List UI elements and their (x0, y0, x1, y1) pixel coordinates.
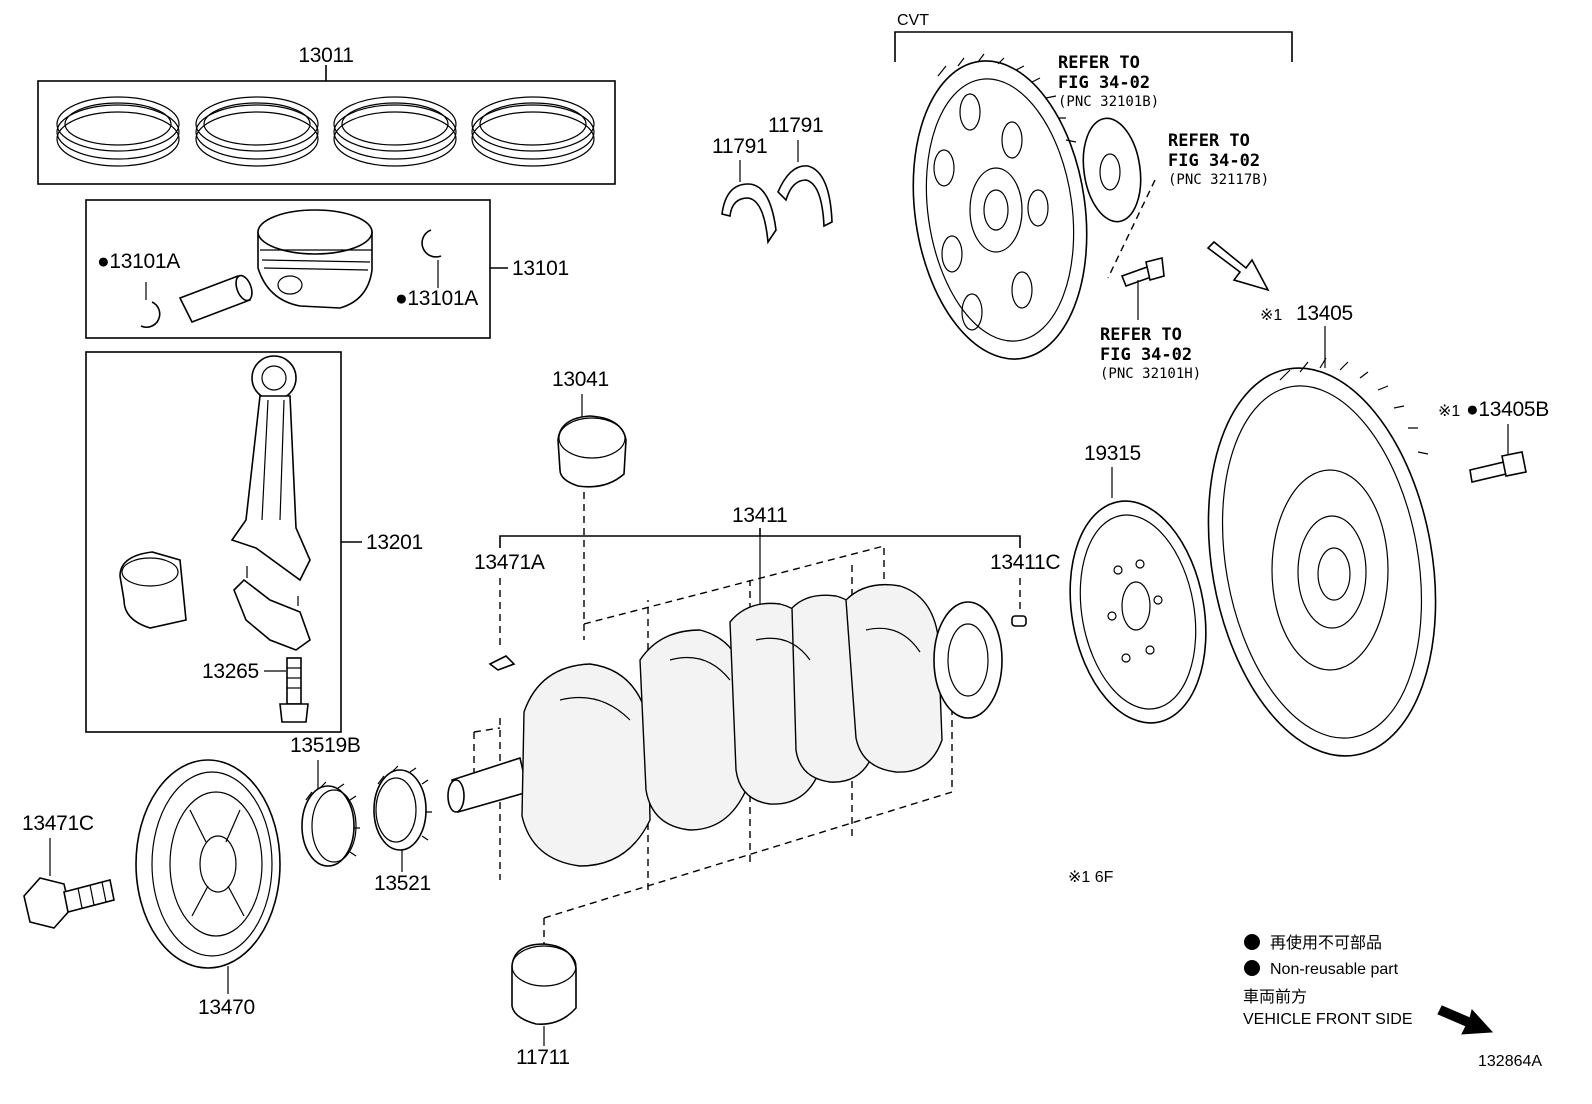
mark-13405: ※1 (1260, 307, 1282, 324)
main-bearing-upper-icon (557, 415, 627, 488)
part-label-13405B: ●13405B (1466, 398, 1549, 421)
connecting-rod-group: 13201 13265 (85, 351, 423, 733)
arrow-down-right-outline-icon (1206, 240, 1270, 292)
piston-ring-3 (333, 96, 457, 167)
flywheel-bolt-icon (1469, 451, 1527, 483)
part-label-13041: 13041 (552, 368, 609, 391)
piston-ring-4 (471, 96, 595, 167)
part-label-13521: 13521 (374, 872, 431, 895)
pulley-bolt-group: 13471C (22, 812, 115, 929)
crank-pulley-icon (135, 759, 281, 969)
crank-pin-icon (1011, 615, 1027, 627)
ref2-line2: FIG 34-02 (1168, 151, 1260, 171)
crankshaft-icon (447, 583, 1003, 867)
main-bearing-lower-icon (511, 943, 577, 1025)
timing-rotor-group: 19315 (1069, 442, 1207, 724)
group-label-cvt: CVT (897, 12, 929, 29)
part-label-13471A: 13471A (474, 551, 545, 574)
timing-rotor-icon (1069, 500, 1207, 724)
part-label-13101A-right: ●13101A (395, 287, 478, 310)
piston-icon (257, 209, 373, 309)
legend-jp: 再使用不可部品 (1270, 934, 1382, 952)
part-label-13411C: 13411C (990, 551, 1060, 574)
piston-ring-1 (56, 96, 180, 167)
front-side-en: VEHICLE FRONT SIDE (1243, 1011, 1413, 1028)
bearing-11711-group: 11711 (511, 943, 577, 1069)
figure-id: 132864A (1478, 1053, 1542, 1070)
legend-en: Non-reusable part (1270, 961, 1399, 978)
cvt-drive-plate-group: CVT REFER TO FIG 34-02 (P (894, 12, 1293, 382)
ref3-line3: (PNC 32101H) (1100, 366, 1201, 382)
footnote-6f: ※1 6F (1068, 869, 1114, 886)
thrust-washer-b-icon (777, 165, 833, 228)
part-label-13101: 13101 (512, 257, 569, 280)
crank-gear-group: 13519B 13521 (290, 734, 432, 895)
drive-plate-bolt-icon (1120, 257, 1165, 288)
drive-plate-teeth (937, 53, 1077, 143)
crank-gear-13521-icon (373, 765, 432, 851)
connecting-rod-icon (230, 355, 311, 582)
flywheel-teeth (1279, 357, 1429, 455)
piston-ring-2 (195, 96, 319, 167)
part-label-13411: 13411 (732, 504, 787, 527)
ref3-line2: FIG 34-02 (1100, 345, 1192, 365)
drive-plate-icon (912, 60, 1088, 360)
part-label-13265: 13265 (202, 660, 259, 683)
part-label-13101A-left: ●13101A (97, 250, 180, 273)
part-label-19315: 19315 (1084, 442, 1141, 465)
crank-key-icon (488, 655, 516, 671)
ref1-line1: REFER TO (1058, 53, 1140, 73)
piston-pin-icon (178, 274, 253, 324)
part-label-13470: 13470 (198, 996, 255, 1019)
flywheel-group: ※1 13405 ※1 ●13405B (1207, 302, 1549, 757)
ref2-line1: REFER TO (1168, 131, 1250, 151)
piston-group: 13101 ●13101A ●13101A (85, 199, 569, 339)
rod-cap-icon (233, 566, 311, 651)
part-label-13201: 13201 (366, 531, 423, 554)
spacer-plate-icon (1082, 117, 1142, 223)
ref3-line1: REFER TO (1100, 325, 1182, 345)
rod-bolt-icon (279, 657, 309, 723)
bearing-13041-group: 13041 (552, 368, 627, 640)
ref2-line3: (PNC 32117B) (1168, 172, 1269, 188)
thrust-washer-group: 11791 11791 (712, 114, 833, 245)
pulley-bolt-icon (23, 877, 115, 929)
part-label-11791-a: 11791 (712, 135, 767, 158)
crank-pulley-group: 13470 (135, 759, 281, 1019)
part-label-13011: 13011 (298, 44, 353, 67)
front-side-jp: 車両前方 (1243, 988, 1307, 1006)
part-label-13519B: 13519B (290, 734, 361, 757)
filled-circle-icon (1244, 934, 1260, 950)
thrust-washer-a-icon (721, 183, 777, 245)
ref1-line3: (PNC 32101B) (1058, 94, 1159, 110)
part-label-13405: 13405 (1296, 302, 1353, 325)
rod-bearing-icon (119, 551, 187, 629)
snap-ring-right-icon (421, 229, 442, 258)
filled-circle-icon (1244, 960, 1260, 976)
flywheel-icon (1207, 367, 1437, 757)
arrow-down-right-icon (1437, 1005, 1494, 1035)
crankshaft-group: 13411 13471A 13411C (447, 504, 1061, 944)
piston-ring-set-group: 13011 (37, 44, 616, 185)
part-label-13471C: 13471C (22, 812, 94, 835)
part-label-11711: 11711 (516, 1046, 570, 1069)
crank-gear-13519B-icon (301, 781, 360, 867)
mark-13405B: ※1 (1438, 403, 1460, 420)
ref1-line2: FIG 34-02 (1058, 73, 1150, 93)
snap-ring-left-icon (140, 301, 161, 328)
part-label-11791-b: 11791 (768, 114, 823, 137)
